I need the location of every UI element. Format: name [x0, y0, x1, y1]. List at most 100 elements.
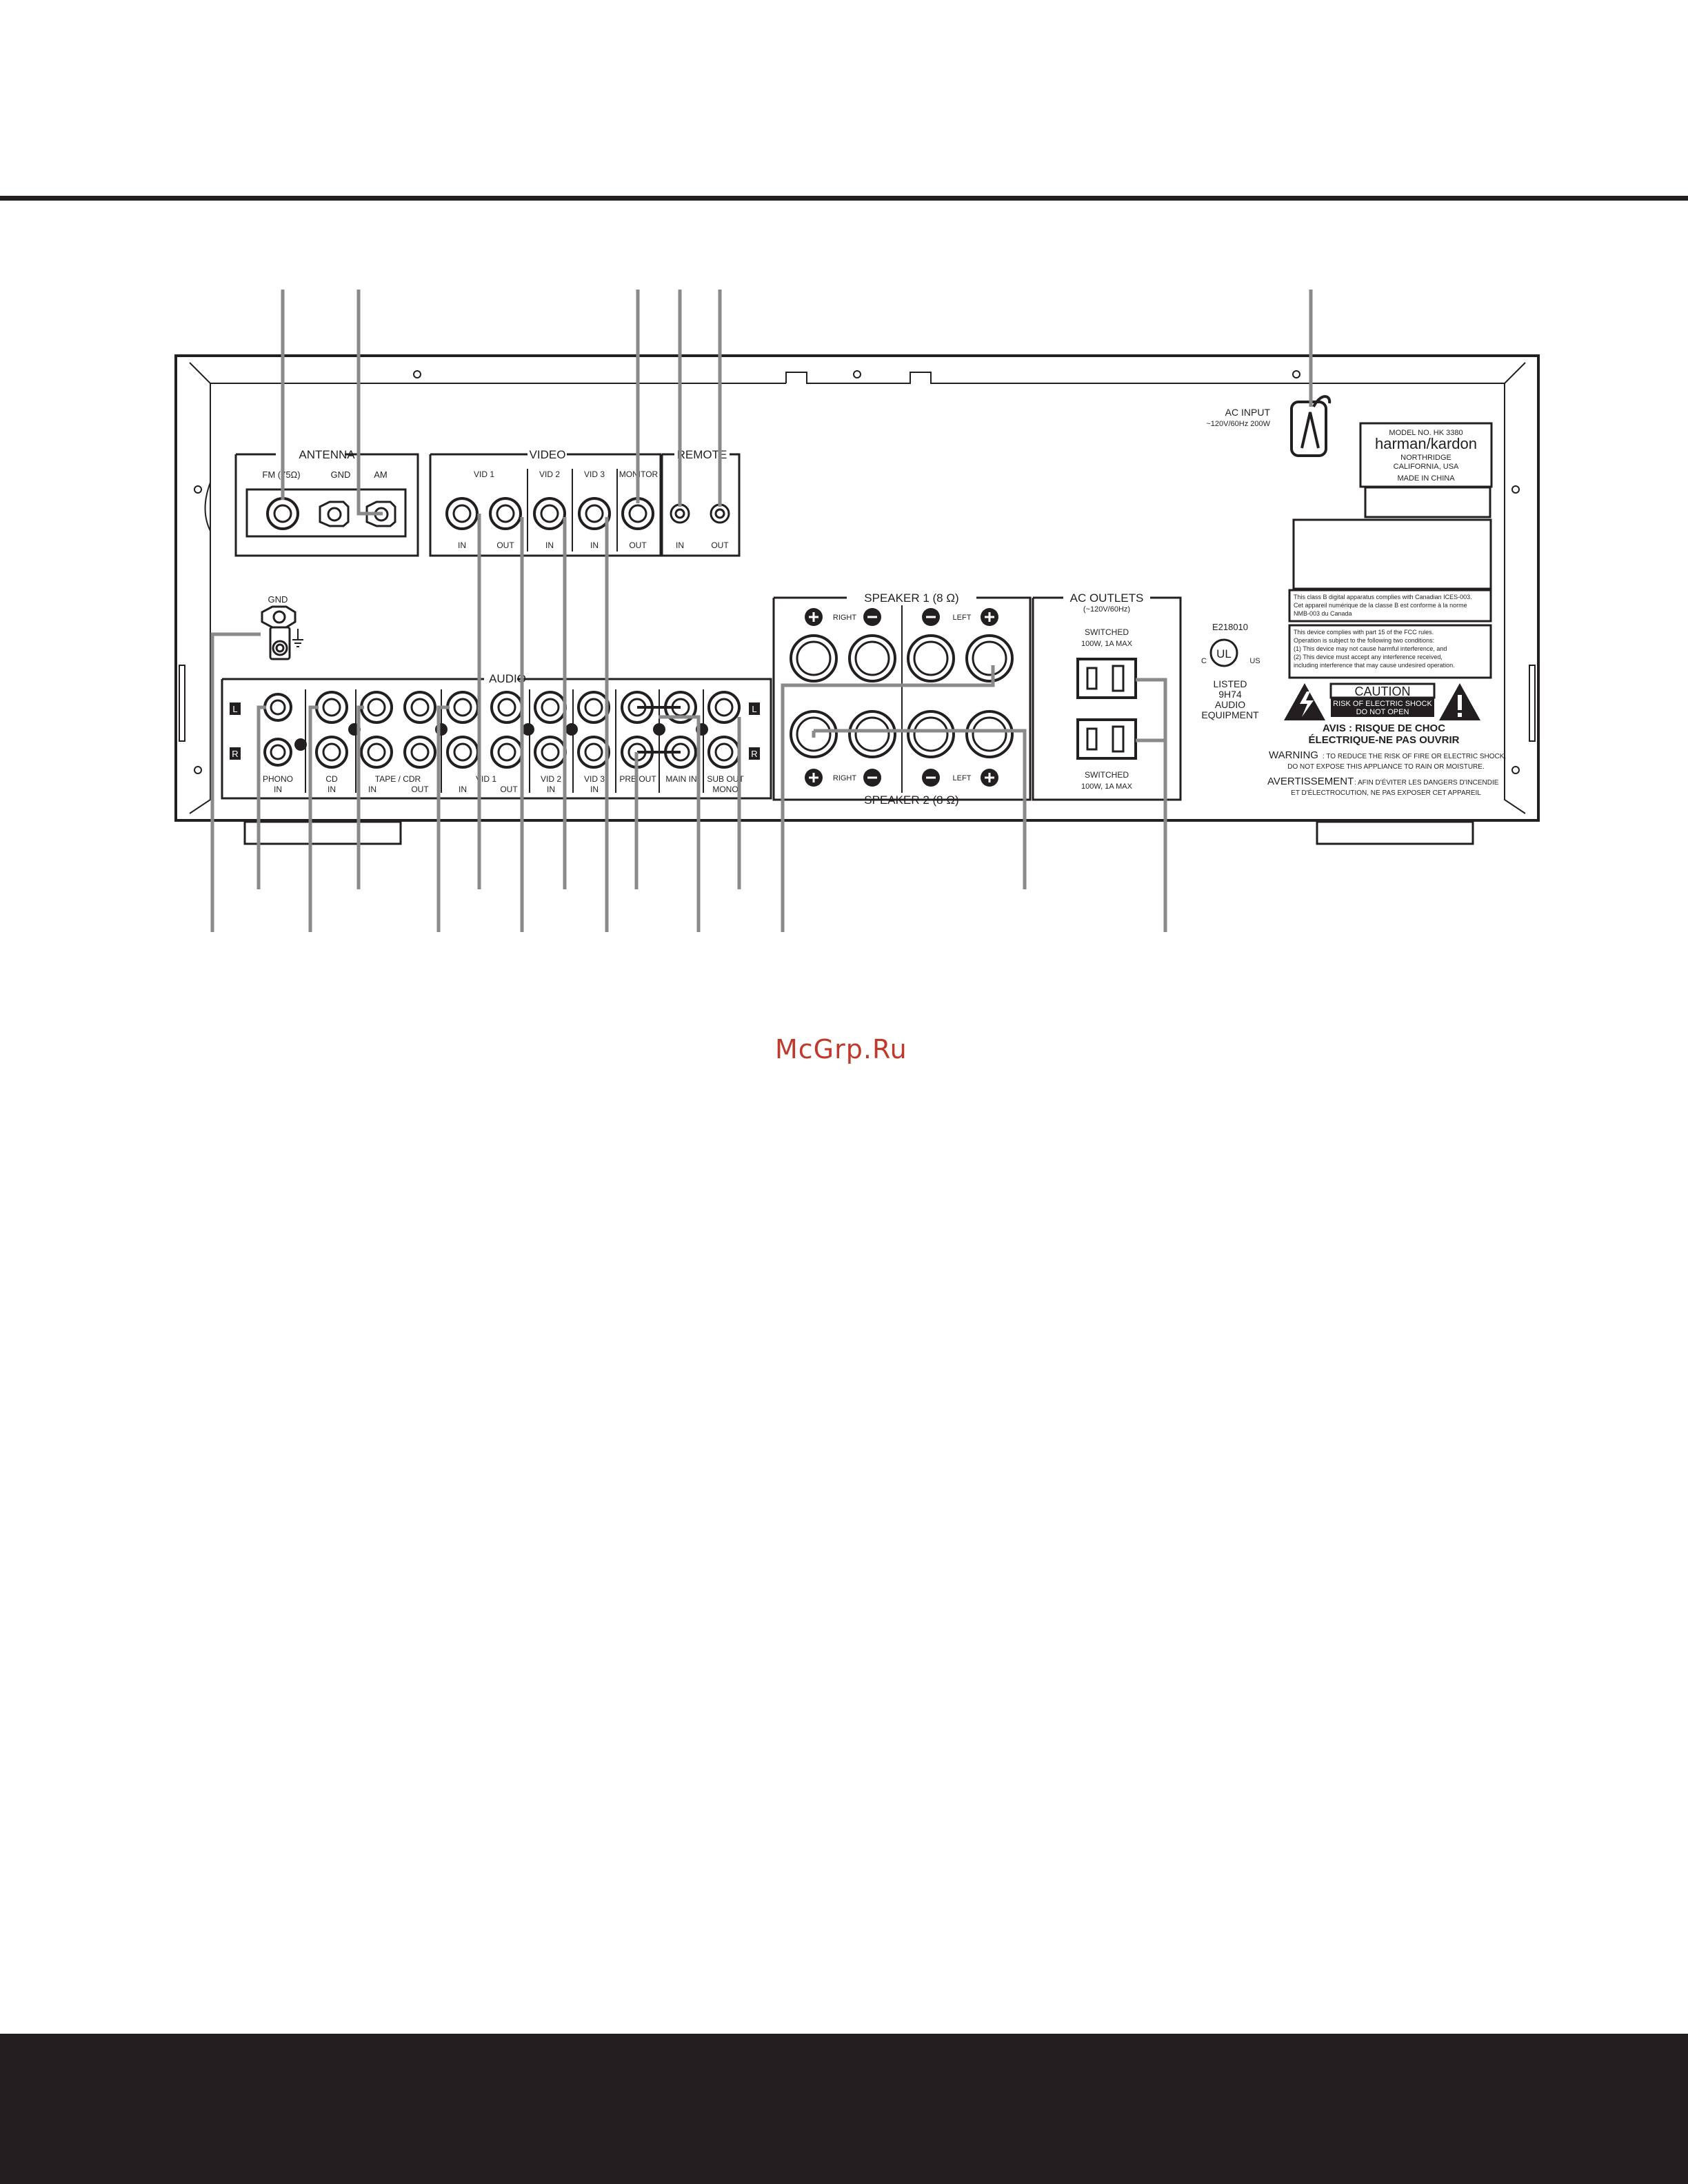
callout-lines — [210, 290, 1313, 932]
caution-line-1: RISK OF ELECTRIC SHOCK — [1333, 700, 1432, 708]
caution-line-2: DO NOT OPEN — [1356, 708, 1409, 716]
audio-left-badge-2: L — [752, 704, 756, 714]
canada-line-1: This class B digital apparatus complies … — [1294, 594, 1472, 600]
watermark-text: McGrp.Ru — [775, 1034, 907, 1064]
fcc-line-4: (2) This device must accept any interfer… — [1294, 654, 1443, 660]
audio-label-tape-out: OUT — [411, 785, 429, 794]
video-title: VIDEO — [530, 448, 566, 461]
speaker-polarity-icons — [805, 608, 998, 787]
canada-line-3: NMB-003 du Canada — [1294, 610, 1352, 617]
audio-label-cd: CD — [325, 774, 338, 784]
gnd-label: GND — [268, 594, 288, 605]
fm-connector — [266, 497, 299, 530]
audio-label-vid1: VID 1 — [476, 774, 496, 784]
audio-label-vid3-in: IN — [590, 785, 599, 794]
audio-label-vid1-in: IN — [459, 785, 467, 794]
power-cord-icon — [1290, 395, 1332, 457]
ul-mark: UL — [1216, 647, 1232, 660]
serial-label-box — [1364, 486, 1491, 518]
audio-label-vid3: VID 3 — [584, 774, 605, 784]
video-bottom-in-3: IN — [590, 540, 599, 550]
video-label-vid1: VID 1 — [474, 469, 494, 479]
speaker2-title: SPEAKER 2 (8 Ω) — [864, 793, 958, 807]
ac-input-label: AC INPUT — [1225, 407, 1271, 418]
ac-outlet-icons — [1076, 658, 1137, 760]
remote-section: REMOTE IN OUT — [661, 448, 741, 557]
video-bottom-out-2: OUT — [629, 540, 647, 550]
audio-label-sub-out: SUB OUT — [707, 774, 744, 784]
audio-lr-badges: L R L R — [230, 702, 760, 760]
fcc-line-3: (1) This device may not cause harmful in… — [1294, 645, 1447, 652]
remote-title: REMOTE — [677, 448, 727, 461]
plate-state: CALIFORNIA, USA — [1394, 463, 1459, 471]
avertissement-label: AVERTISSEMENT — [1267, 776, 1354, 787]
audio-section: AUDIO L R L R — [221, 672, 772, 800]
avis-line-2: ÉLECTRIQUE-NE PAS OUVRIR — [1309, 734, 1460, 746]
audio-title: AUDIO — [489, 672, 526, 685]
warning-line-2: DO NOT EXPOSE THIS APPLIANCE TO RAIN OR … — [1287, 763, 1484, 771]
plate-city: NORTHRIDGE — [1400, 454, 1451, 462]
audio-label-vid1-out: OUT — [500, 785, 518, 794]
speaker1-right: RIGHT — [833, 614, 857, 622]
pre-main-jumpers — [637, 706, 681, 754]
ul-file: E218010 — [1212, 622, 1248, 632]
speaker-binding-posts — [790, 634, 1014, 758]
ac-outlets-title: AC OUTLETS — [1070, 592, 1144, 605]
footer-band — [0, 2034, 1688, 2184]
audio-label-vid2: VID 2 — [541, 774, 561, 784]
ul-listed: LISTED — [1213, 678, 1247, 689]
avertissement-line-1: : AFIN D'ÉVITER LES DANGERS D'INCENDIE — [1354, 778, 1499, 787]
fcc-line-2: Operation is subject to the following tw… — [1294, 637, 1434, 644]
ac-outlet2-spec: 100W, 1A MAX — [1081, 782, 1133, 791]
audio-label-vid2-in: IN — [547, 785, 555, 794]
video-label-vid2: VID 2 — [539, 469, 560, 479]
ul-audio: AUDIO — [1215, 699, 1245, 710]
top-rule — [0, 196, 1688, 201]
antenna-section: ANTENNA FM (75Ω) GND AM — [234, 448, 419, 557]
avertissement-line-2: ET D'ÉLECTROCUTION, NE PAS EXPOSER CET A… — [1291, 788, 1481, 797]
audio-label-tape-in: IN — [368, 785, 376, 794]
caution-title: CAUTION — [1355, 685, 1411, 698]
gnd-terminal: GND — [261, 594, 303, 660]
ac-outlet1-spec: 100W, 1A MAX — [1081, 640, 1133, 648]
ul-code: 9H74 — [1218, 689, 1242, 700]
ac-outlets-rating: (~120V/60Hz) — [1083, 605, 1130, 614]
ac-outlets-section: AC OUTLETS (~120V/60Hz) SWITCHED 100W, 1… — [1032, 592, 1182, 801]
brand-logo-text: harman/kardon — [1375, 435, 1477, 452]
fcc-line-1: This device complies with part 15 of the… — [1294, 629, 1434, 636]
chassis — [174, 354, 1540, 845]
video-section: VIDEO VID 1 VID 2 VID 3 MONITOR IN OUT I… — [429, 448, 662, 557]
avis-line-1: AVIS : RISQUE DE CHOC — [1323, 722, 1445, 734]
remote-jacks — [670, 503, 730, 524]
speaker2-right: RIGHT — [833, 774, 857, 782]
audio-right-badge-2: R — [751, 749, 757, 759]
speaker-section: SPEAKER 1 (8 Ω) SPEAKER 2 (8 Ω) RIGHT LE… — [772, 592, 1032, 807]
remote-in-label: IN — [676, 540, 684, 550]
am-terminals — [319, 501, 396, 527]
audio-label-main-in: MAIN IN — [665, 774, 696, 784]
video-bottom-in-2: IN — [545, 540, 554, 550]
audio-label-phono: PHONO — [263, 774, 293, 784]
ul-certification: E218010 UL C US LISTED 9H74 AUDIO EQUIPM… — [1201, 622, 1260, 720]
canada-line-2: Cet appareil numérique de la classe B es… — [1294, 602, 1467, 609]
audio-dots — [294, 723, 708, 751]
ul-us: US — [1249, 657, 1260, 665]
audio-label-sub-mono: MONO — [712, 785, 738, 794]
am-label: AM — [374, 469, 388, 480]
antenna-title: ANTENNA — [299, 448, 355, 461]
audio-label-phono-in: IN — [274, 785, 282, 794]
plate-origin: MADE IN CHINA — [1397, 474, 1455, 483]
speaker1-title: SPEAKER 1 (8 Ω) — [864, 592, 958, 605]
video-bottom-in-1: IN — [458, 540, 466, 550]
video-bottom-out-1: OUT — [496, 540, 514, 550]
audio-label-cd-in: IN — [328, 785, 336, 794]
video-jacks — [445, 497, 654, 530]
ac-input-area: AC INPUT ~120V/60Hz 200W MODEL NO. HK 33… — [1206, 395, 1493, 590]
audio-left-badge: L — [232, 704, 237, 714]
audio-jacks — [263, 691, 741, 769]
ac-outlet1-switched: SWITCHED — [1085, 627, 1129, 637]
warning-label: WARNING — [1269, 749, 1318, 761]
remote-out-label: OUT — [711, 540, 729, 550]
speaker1-left: LEFT — [953, 614, 972, 622]
